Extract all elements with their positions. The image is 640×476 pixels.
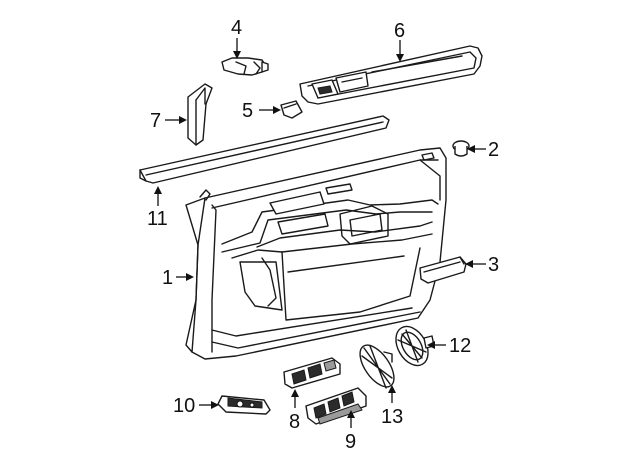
part-4-latch-bracket [221,57,269,76]
callout-7: 7 [150,110,161,132]
part-11-weatherstrip [139,115,390,184]
part-5-clip [280,100,303,119]
part-12-speaker [395,325,435,367]
part-1-door-panel [185,147,447,360]
callout-4: 4 [231,17,242,39]
part-9-master-switch [305,387,367,425]
callout-5: 5 [242,100,253,122]
part-3-pull-cup [419,256,467,284]
callout-12: 12 [449,335,471,357]
part-6-armrest-bezel [299,45,483,105]
part-8-window-switch [283,357,341,389]
callout-9: 9 [345,431,356,453]
part-7-trim-piece [187,83,213,146]
callout-arrows [154,38,486,428]
part-10-small-switch [217,395,271,415]
callout-labels: 1 2 3 4 5 6 7 8 9 10 11 12 13 [147,17,499,453]
callout-10: 10 [173,395,195,417]
callout-6: 6 [394,20,405,42]
callout-2: 2 [488,139,499,161]
callout-8: 8 [289,411,300,433]
callout-1: 1 [162,267,173,289]
part-13-grille [359,344,395,389]
callout-3: 3 [488,254,499,276]
part-2-fastener [452,140,470,157]
callout-11: 11 [147,208,168,230]
callout-13: 13 [381,406,403,428]
